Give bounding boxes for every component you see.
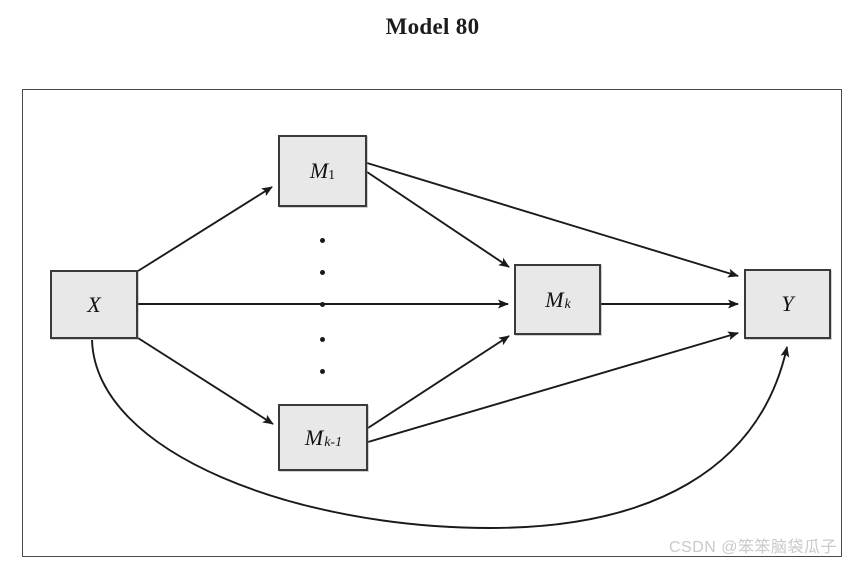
node-mk-minus-1-label: M — [304, 424, 324, 450]
edge-mk1-to-y — [367, 331, 739, 443]
edge-x-to-m1 — [137, 186, 273, 272]
node-x-label: X — [87, 291, 101, 317]
node-mk-minus-1-subscript: k-1 — [324, 434, 343, 450]
diagram-frame — [22, 89, 842, 557]
node-mk-label: M — [545, 286, 564, 312]
ellipsis-dot — [320, 270, 325, 275]
node-mk-subscript: k — [564, 296, 571, 312]
edge-x-to-mk1 — [137, 337, 274, 425]
node-y-label: Y — [781, 291, 794, 316]
node-x[interactable]: X — [50, 270, 138, 339]
edge-x-to-y-curved — [91, 339, 790, 529]
edge-m1-to-mk — [366, 171, 510, 268]
ellipsis-dot — [320, 238, 325, 243]
ellipsis-dot — [320, 337, 325, 342]
ellipsis-dot — [320, 369, 325, 374]
ellipsis-dot — [320, 302, 325, 307]
edge-mk1-to-mk — [367, 335, 510, 429]
watermark: CSDN @笨笨脑袋瓜子 — [668, 539, 837, 556]
node-m1-subscript: 1 — [328, 168, 336, 183]
edge-m1-to-y — [366, 162, 739, 278]
page-title: Model 80 — [385, 14, 480, 39]
node-y[interactable]: Y — [744, 269, 831, 339]
node-m1-label: M — [309, 158, 329, 183]
